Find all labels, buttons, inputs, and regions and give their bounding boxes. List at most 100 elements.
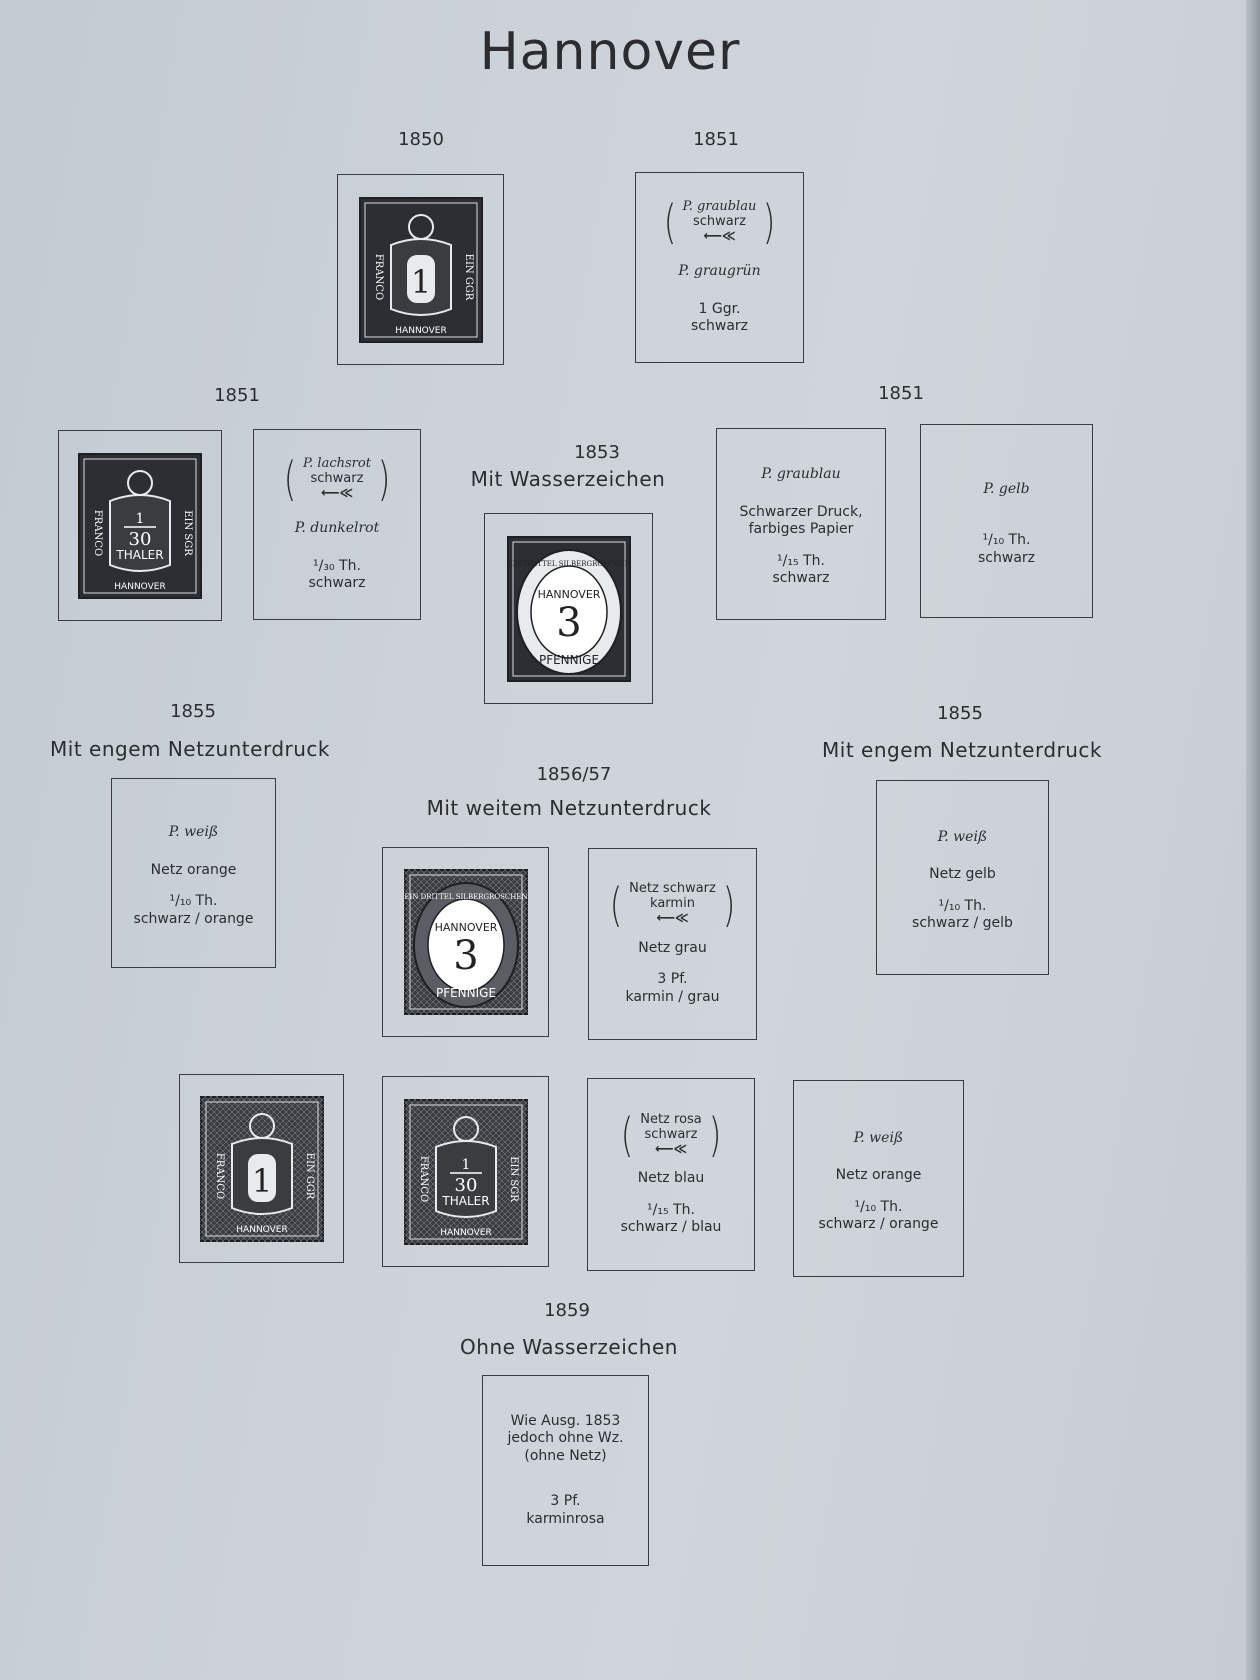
section-subtitle: Mit Wasserzeichen — [470, 467, 666, 491]
description-line: ¹/₁₀ Th. — [854, 1198, 903, 1215]
description-line: schwarz / orange — [818, 1216, 939, 1232]
bracket-right: ) — [377, 452, 391, 507]
net-pattern — [491, 1208, 528, 1245]
net-pattern — [199, 1095, 248, 1144]
net-pattern — [485, 1202, 528, 1245]
bracket-line: schwarz — [693, 213, 746, 229]
stamp-inner-border — [364, 202, 477, 337]
net-pattern — [199, 1169, 272, 1242]
net-pattern — [443, 1160, 528, 1245]
year-label: 1851 — [693, 129, 739, 150]
description-line: Schwarzer Druck, — [739, 503, 863, 520]
description-line: 1 Ggr. — [698, 300, 741, 317]
stamp-lettering: HANNOVER — [440, 1228, 491, 1238]
description-line: ¹/₁₅ Th. — [777, 552, 825, 569]
net-pattern — [245, 1163, 324, 1242]
net-pattern — [233, 1151, 324, 1242]
net-pattern — [491, 869, 528, 906]
bracket-line: P. graublau — [682, 198, 757, 214]
paper-color: P. graugrün — [678, 263, 761, 280]
paper-color: P. weiß — [937, 828, 988, 845]
net-pattern — [403, 1098, 452, 1147]
net-pattern — [199, 1095, 260, 1156]
stamp-lettering: EIN GGR — [463, 253, 474, 300]
coat-of-arms-shield — [434, 1139, 497, 1218]
net-pattern — [425, 1142, 528, 1245]
bracket-line: Netz schwarz — [629, 881, 716, 897]
arrow-left-icon: ⟵≪ — [654, 1141, 688, 1157]
net-pattern — [199, 1095, 290, 1186]
arrow-left-icon: ⟵≪ — [320, 485, 354, 501]
section-subtitle: Mit engem Netzunterdruck — [50, 737, 330, 761]
description-line: farbiges Papier — [748, 521, 854, 538]
description-line: (ohne Netz) — [524, 1447, 607, 1464]
net-pattern — [403, 869, 446, 912]
stamp-lettering: FRANCO — [214, 1152, 225, 1198]
stamp-lettering: PFENNIGE — [538, 653, 598, 667]
net-pattern — [199, 1095, 272, 1168]
arrow-left-icon: ⟵≪ — [703, 228, 736, 244]
stamp-lettering: EIN GGR — [304, 1152, 315, 1199]
net-pattern — [199, 1095, 254, 1150]
bracket-left: ( — [283, 452, 297, 507]
net-pattern — [491, 978, 528, 1015]
bracket-line: schwarz — [310, 470, 364, 486]
arrow-left-icon: ⟵≪ — [656, 911, 689, 927]
stamp-lettering: FRANCO — [373, 253, 384, 299]
net-pattern — [403, 869, 452, 918]
stamp-lettering: FRANCO — [92, 509, 103, 555]
stamp-lettering: 1 — [461, 1157, 470, 1173]
net-pattern — [221, 1139, 324, 1242]
net-pattern — [479, 1098, 528, 1147]
net-pattern — [467, 1098, 528, 1159]
description-line: schwarz / orange — [133, 910, 254, 927]
description-line: jedoch ohne Wz. — [507, 1430, 624, 1447]
net-pattern — [403, 1098, 476, 1171]
net-pattern — [403, 1208, 440, 1245]
net-pattern — [403, 1178, 470, 1245]
net-pattern — [227, 1145, 324, 1242]
description-line: Netz gelb — [929, 866, 996, 882]
description-line: schwarz / gelb — [912, 915, 1013, 931]
net-pattern — [281, 1095, 324, 1138]
stamp-lettering: FRANCO — [418, 1155, 429, 1201]
bracket-right: ) — [708, 1108, 722, 1163]
net-pattern — [257, 1175, 324, 1242]
net-pattern — [403, 1098, 458, 1153]
description-line: 3 Pf. — [657, 971, 688, 988]
net-pattern — [287, 1205, 324, 1242]
paper-color: P. dunkelrot — [294, 520, 380, 537]
year-label: 1856/57 — [536, 764, 612, 785]
stamp-lettering: 30 — [129, 529, 152, 550]
stamp-lettering: EIN SGR — [508, 1156, 519, 1202]
net-pattern — [403, 1196, 452, 1245]
net-pattern — [479, 869, 528, 918]
description-line: karmin / grau — [625, 988, 720, 1005]
net-pattern — [263, 1095, 324, 1156]
bracket-left: ( — [609, 877, 623, 932]
stamp-lettering: 1 — [251, 1162, 271, 1200]
net-pattern — [251, 1169, 324, 1242]
net-pattern — [479, 966, 528, 1015]
paper-color: P. graublau — [761, 466, 841, 483]
net-pattern — [287, 1095, 324, 1132]
coat-of-arms-shield — [109, 493, 171, 572]
net-pattern — [403, 978, 440, 1015]
net-pattern — [479, 1196, 528, 1245]
section-subtitle: Ohne Wasserzeichen — [460, 1335, 678, 1359]
value-tablet — [406, 254, 435, 303]
description-line: schwarz — [691, 318, 748, 335]
stamp-image: EIN DRITTEL SILBERGROSCHENHANNOVER3PFENN… — [403, 869, 528, 1015]
